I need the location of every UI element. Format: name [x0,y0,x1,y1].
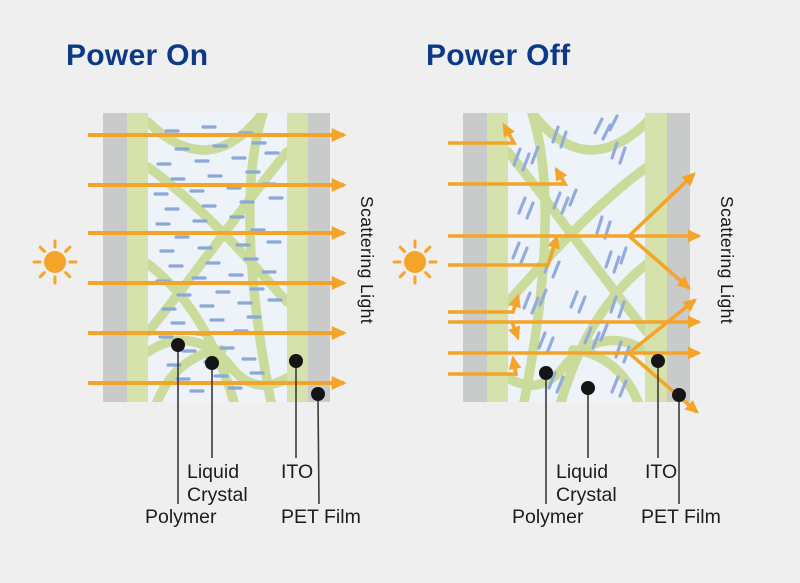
light-rays-power-on [88,127,347,391]
scattered-ray [448,122,518,145]
scattered-ray-exit [627,172,696,238]
scattered-ray [448,234,560,267]
scattered-ray-exit [627,351,699,414]
liquid-crystal-label-line2: Crystal [556,484,617,506]
pet-film-layer [103,113,127,402]
ito-layer [127,113,148,402]
liquid-crystal-label: Liquid Crystal [556,461,617,507]
pet-film-dot [672,388,686,402]
scattered-ray [448,166,569,186]
ito-label: ITO [281,461,314,483]
sun-icon [32,239,78,285]
liquid-crystal-dot [205,356,219,370]
ito-dot [289,354,303,368]
liquid-crystal-dashes-random [511,114,631,398]
light-rays-power-off [448,122,702,414]
polymer-label: Polymer [145,506,217,528]
ito-layer [487,113,508,402]
liquid-crystal-label-line1: Liquid [556,461,609,483]
panel-title-power-on: Power On [66,39,209,72]
scattered-ray-branch [508,321,521,341]
pet-film-label: PET Film [281,506,361,528]
polymer-label: Polymer [512,506,584,528]
pet-film-layer [667,113,690,402]
sun-icon [392,239,438,285]
callout-leaders [177,350,680,505]
scattered-ray-exit [627,298,697,355]
ito-label: ITO [645,461,678,483]
scattered-ray-exit [627,234,691,290]
pet-film-dot [311,387,325,401]
liquid-crystal-label-line1: Liquid [187,461,240,483]
panel-title-power-off: Power Off [426,39,571,72]
scattering-light-label: Scattering Light [717,196,737,325]
polymer-dot [539,366,553,380]
ito-dot [651,354,665,368]
scattering-light-label: Scattering Light [357,196,377,325]
liquid-crystal-dot [581,381,595,395]
scattered-ray [448,355,522,376]
callout-dots [171,338,686,402]
scattered-ray [448,293,521,314]
pet-film-label: PET Film [641,506,721,528]
liquid-crystal-label: Liquid Crystal [187,461,248,507]
liquid-crystal-label-line2: Crystal [187,484,248,506]
polymer-dot [171,338,185,352]
pet-film-layer [463,113,487,402]
pet-film-layer [308,113,330,402]
